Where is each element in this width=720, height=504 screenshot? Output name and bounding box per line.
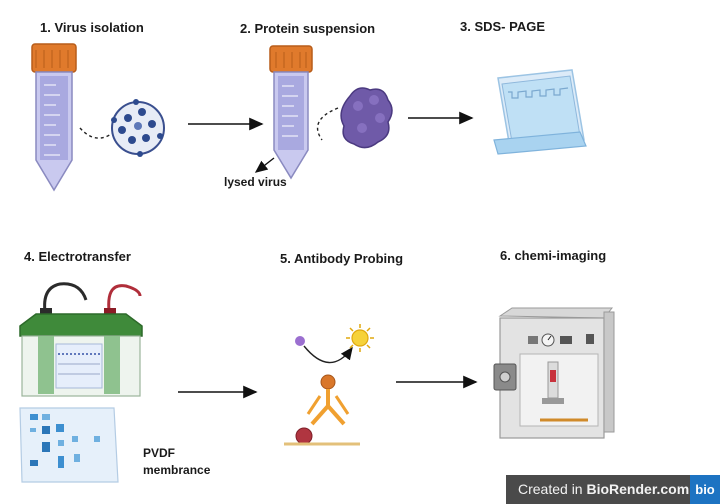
- pvdf-membrane-icon: [19, 407, 119, 483]
- falcon-tube-icon: [31, 43, 77, 192]
- badge-text: Created in BioRender.com: [518, 481, 689, 497]
- chemi-imager-icon: [493, 307, 615, 439]
- light-emission-icon: [346, 324, 374, 352]
- pvdf-label-line1: PVDF: [143, 446, 176, 460]
- lysed-virus-pointer: [254, 157, 275, 173]
- zoom-connector: [79, 127, 115, 139]
- substrate-dot: [295, 336, 305, 346]
- protein-blob-icon: [340, 87, 393, 149]
- step-5-label: 5. Antibody Probing: [280, 251, 404, 266]
- falcon-tube-icon: [269, 45, 313, 180]
- electrotransfer-tank-icon: [19, 282, 143, 397]
- zoom-connector: [316, 107, 339, 141]
- badge-prefix: Created in: [518, 481, 587, 497]
- badge-brand: BioRender.com: [586, 481, 690, 497]
- virus-particle-icon: [111, 99, 165, 157]
- sds-page-gel-icon: [493, 69, 587, 155]
- lysed-virus-label: lysed virus: [224, 175, 287, 189]
- step-4-label: 4. Electrotransfer: [24, 249, 131, 264]
- step-1-label: 1. Virus isolation: [40, 20, 144, 35]
- pvdf-label-line2: membrance: [143, 463, 211, 477]
- step-6-label: 6. chemi-imaging: [500, 248, 607, 263]
- biorender-logo-icon: bio: [690, 475, 720, 504]
- step-3-label: 3. SDS- PAGE: [460, 19, 546, 34]
- biorender-badge[interactable]: Created in BioRender.com bio: [506, 475, 720, 504]
- step-2-label: 2. Protein suspension: [240, 21, 376, 36]
- antibody-icon: [284, 324, 374, 446]
